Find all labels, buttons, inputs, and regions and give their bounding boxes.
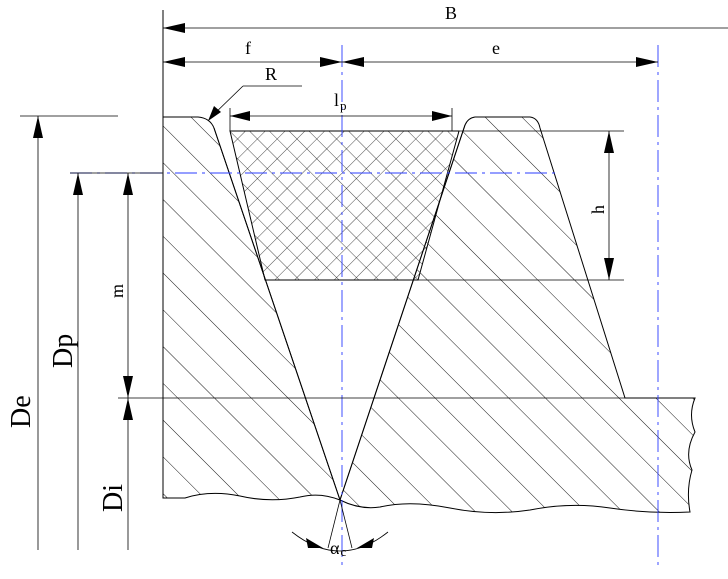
- left-rim-section: [162, 116, 341, 501]
- dim-lp-arrow-left: [230, 111, 250, 121]
- dim-h-arrow-top: [604, 131, 614, 153]
- dim-m-arrow-top: [123, 173, 133, 195]
- angle-arc: [291, 531, 389, 552]
- dim-De-arrow: [33, 116, 43, 138]
- belt-section: [229, 130, 460, 281]
- angle-ext-left: [327, 499, 341, 549]
- dim-e-arrow-right: [636, 57, 658, 67]
- dim-h-arrow-bottom: [604, 258, 614, 280]
- groove-right-flank: [339, 124, 466, 501]
- angle-ext-right: [339, 499, 353, 549]
- dim-B-arrow: [163, 23, 185, 33]
- dim-f-arrow-right: [320, 57, 342, 67]
- dim-Dp-arrow: [73, 173, 83, 195]
- label-De: De: [6, 395, 37, 428]
- label-alpha: αc: [330, 538, 346, 559]
- groove-left-flank: [213, 127, 341, 501]
- label-R: R: [265, 64, 277, 84]
- label-m: m: [107, 284, 127, 298]
- right-rim-section: [339, 116, 696, 514]
- label-e: e: [492, 38, 500, 58]
- label-f: f: [245, 38, 251, 58]
- label-Di: Di: [98, 484, 129, 512]
- dim-Di-arrow: [123, 398, 133, 420]
- dim-f-arrow-left: [163, 57, 185, 67]
- label-B: B: [445, 3, 457, 23]
- angle-arrow-left: [306, 538, 323, 548]
- label-lp: lp: [334, 90, 347, 113]
- dim-m-arrow-bottom: [123, 376, 133, 398]
- angle-arrow-right: [357, 538, 374, 548]
- dim-lp-arrow-right: [432, 111, 452, 121]
- label-Dp: Dp: [48, 334, 79, 368]
- dim-e-arrow-left: [342, 57, 364, 67]
- radius-arrow: [208, 106, 221, 121]
- label-h: h: [588, 205, 608, 214]
